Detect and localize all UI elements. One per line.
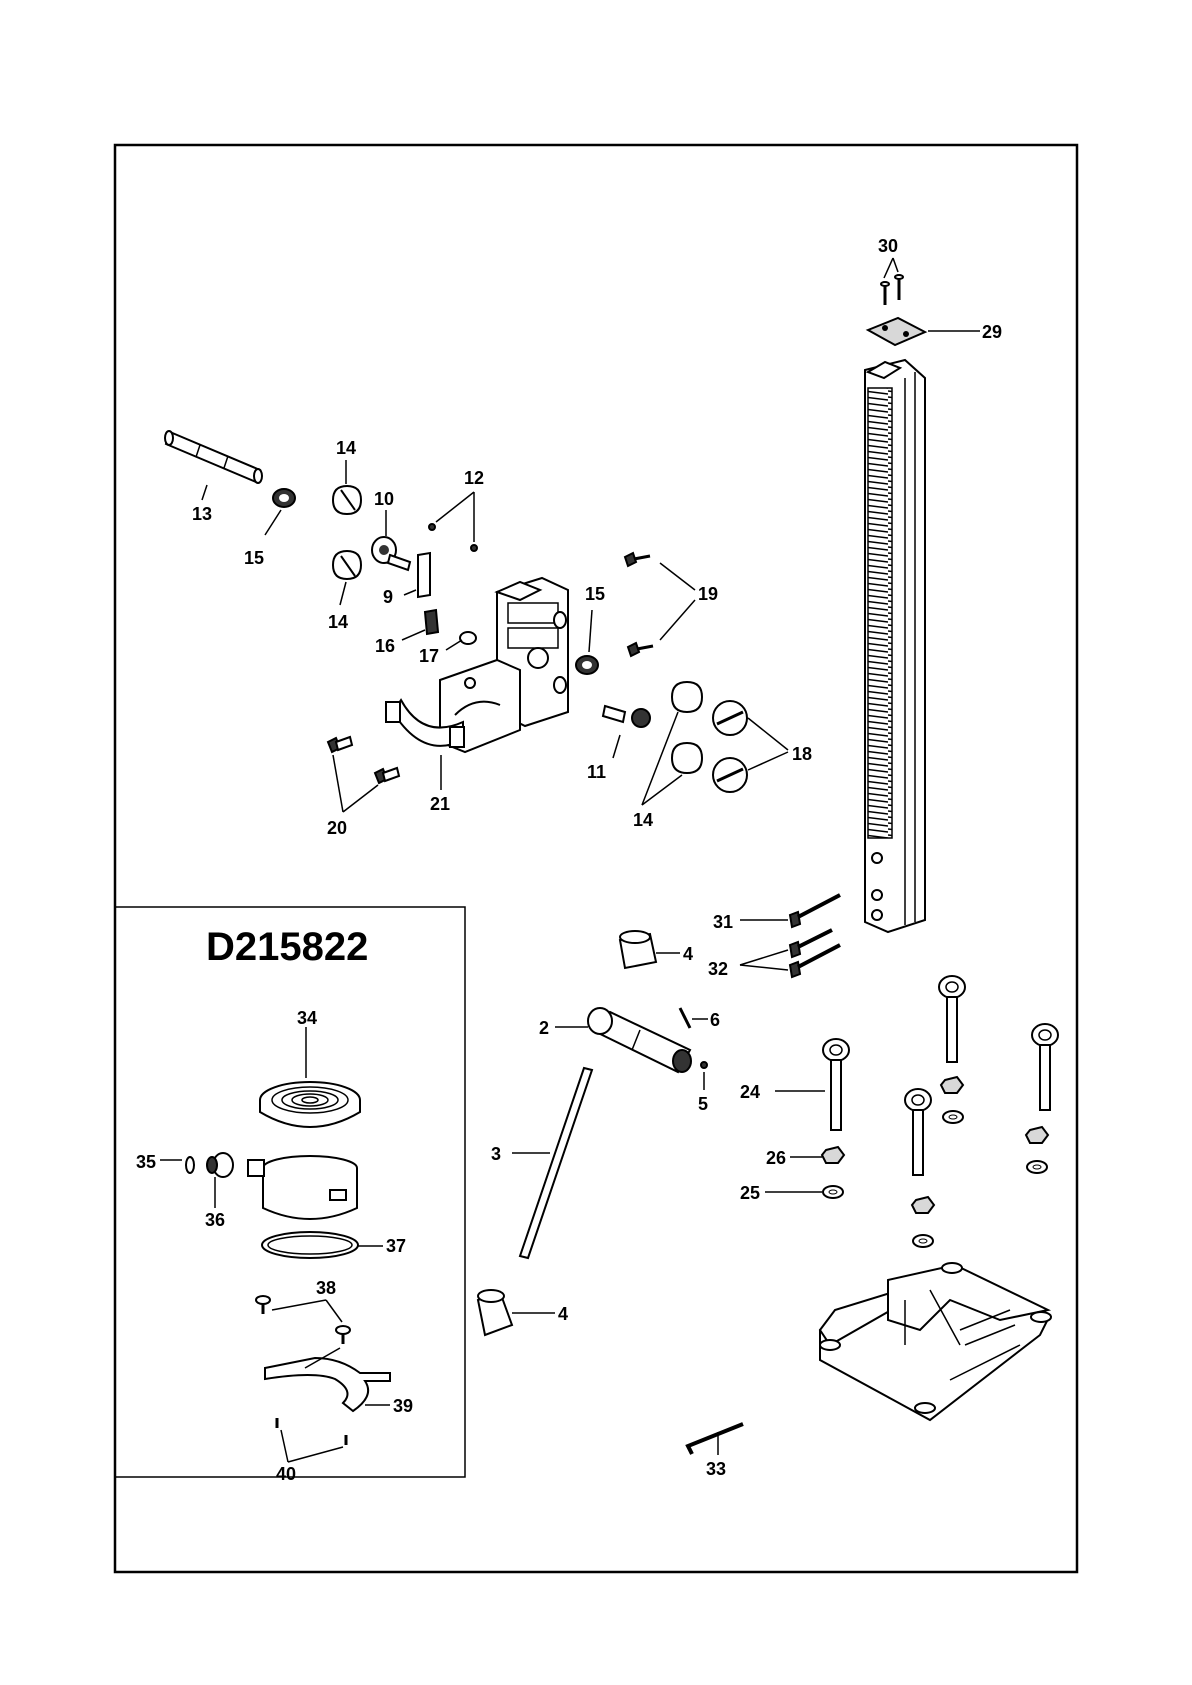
label-36: 36: [205, 1210, 225, 1230]
label-20: 20: [327, 818, 347, 838]
column-rack: [865, 360, 925, 932]
label-31: 31: [713, 912, 733, 932]
label-6: 6: [710, 1010, 720, 1030]
grip-lower: [478, 1290, 512, 1335]
top-screws: [881, 275, 903, 305]
eye-bolt-4: [905, 1089, 931, 1175]
label-10: 10: [374, 489, 394, 509]
label-26: 26: [766, 1148, 786, 1168]
label-14b: 14: [328, 612, 348, 632]
label-12: 12: [464, 468, 484, 488]
label-30: 30: [878, 236, 898, 256]
label-14a: 14: [336, 438, 356, 458]
nuts-and-washers: [822, 1077, 1048, 1247]
label-32: 32: [708, 959, 728, 979]
knob-lower: [333, 551, 361, 579]
key-9: [418, 553, 430, 597]
label-13: 13: [192, 504, 212, 524]
knob-18-lower: [713, 758, 747, 792]
bracket-39: [265, 1348, 390, 1411]
inset-title: D215822: [206, 925, 368, 969]
pins-40: [277, 1418, 346, 1445]
label-4b: 4: [558, 1304, 568, 1324]
handle-hub: [588, 1008, 691, 1072]
screws-38: [256, 1296, 350, 1344]
grip-upper: [620, 931, 656, 968]
knob-right-lower: [672, 743, 702, 773]
label-5: 5: [698, 1094, 708, 1114]
coupling-36: [207, 1153, 233, 1177]
label-9: 9: [383, 587, 393, 607]
hex-key: [688, 1424, 743, 1454]
suction-plate: [260, 1082, 360, 1127]
eye-bolt-1: [823, 1039, 849, 1130]
label-39: 39: [393, 1396, 413, 1416]
eye-bolt-3: [1032, 1024, 1058, 1110]
label-33: 33: [706, 1459, 726, 1479]
eye-bolt-2: [939, 976, 965, 1062]
label-38: 38: [316, 1278, 336, 1298]
handle-rod: [520, 1068, 592, 1258]
screws-20: [328, 737, 399, 783]
bushing-right: [576, 656, 598, 674]
label-34: 34: [297, 1008, 317, 1028]
o-ring: [186, 1157, 194, 1173]
label-19: 19: [698, 584, 718, 604]
label-4a: 4: [683, 944, 693, 964]
label-11: 11: [587, 762, 606, 782]
label-2: 2: [539, 1018, 549, 1038]
gasket-37: [262, 1232, 358, 1258]
key-16: [425, 610, 438, 634]
long-screws: [790, 895, 840, 977]
label-15a: 15: [244, 548, 264, 568]
label-3: 3: [491, 1144, 501, 1164]
label-21: 21: [430, 794, 450, 814]
label-24: 24: [740, 1082, 760, 1102]
pin-6: [680, 1008, 690, 1028]
label-18: 18: [792, 744, 812, 764]
bushing-left: [273, 489, 295, 507]
adjust-screw: [603, 706, 650, 727]
knob-18-upper: [713, 701, 747, 735]
hub: [372, 537, 410, 570]
knob-right-upper: [672, 682, 702, 712]
label-15b: 15: [585, 584, 605, 604]
label-16: 16: [375, 636, 395, 656]
label-25: 25: [740, 1183, 760, 1203]
label-35: 35: [136, 1152, 156, 1172]
label-37: 37: [386, 1236, 406, 1256]
label-17: 17: [419, 646, 439, 666]
base: [820, 1263, 1051, 1420]
label-40: 40: [276, 1464, 296, 1484]
top-plate: [868, 318, 925, 345]
label-29: 29: [982, 322, 1002, 342]
pinion-shaft: [165, 431, 262, 483]
knob-upper: [333, 486, 361, 514]
screws-19: [625, 553, 653, 656]
suction-ring: [248, 1156, 357, 1219]
label-14c: 14: [633, 810, 653, 830]
